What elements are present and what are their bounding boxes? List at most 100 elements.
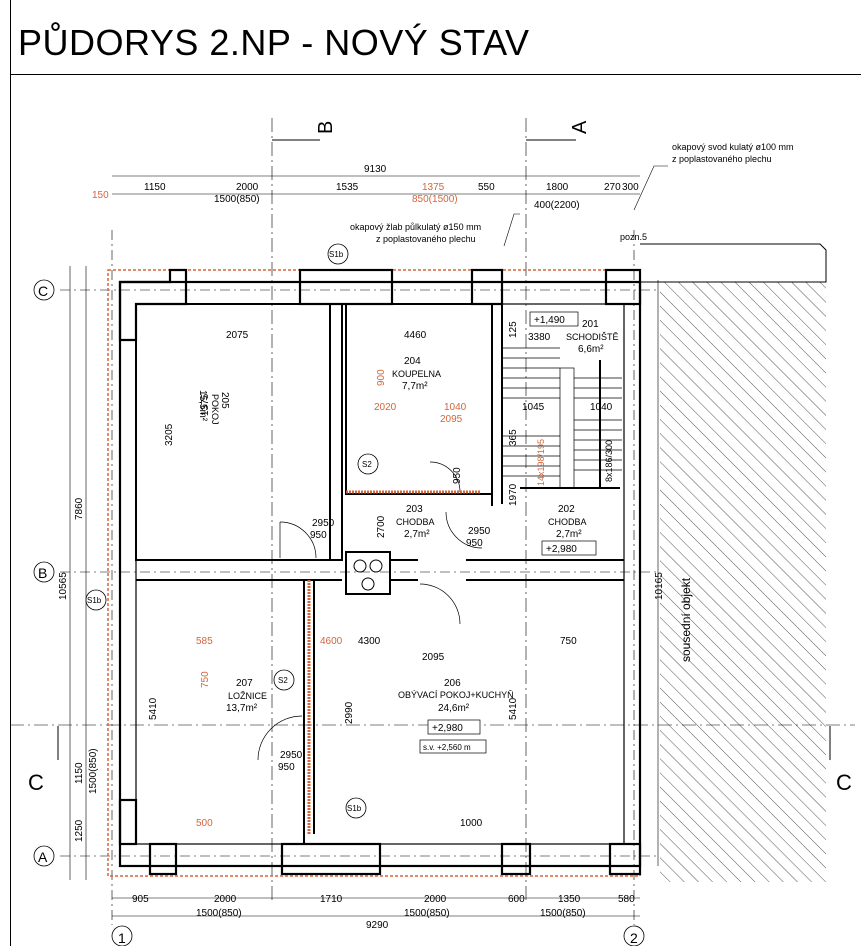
interior-walls (135, 303, 624, 844)
dim-1970-a: 950 (310, 530, 327, 541)
level-box-201 (529, 311, 579, 327)
axis-bubble-a (33, 845, 55, 867)
room-202-number: 202 (558, 504, 575, 515)
axis-label-2: 2 (630, 930, 638, 946)
tag-s2-koupelna: S2 (362, 460, 372, 469)
dimension-lines (69, 175, 659, 917)
tag-s2-loznice: S2 (278, 676, 288, 685)
note-zlab-2: z poplastovaného plechu (376, 234, 476, 244)
dim-bottom-sub-3: 1500(850) (540, 908, 586, 919)
dim-2020: 2095 (440, 414, 463, 425)
dim-900b: 1040 (590, 402, 613, 413)
dim-top-sub-3: 400(2200) (534, 200, 580, 211)
section-label-b: B (315, 121, 337, 134)
axis-bubble-2 (623, 925, 645, 946)
dim-2950: 585 (196, 636, 213, 647)
dim-bottom-sub-1: 1500(850) (196, 908, 242, 919)
room-206-number: 206 (444, 678, 461, 689)
chimney (353, 559, 383, 591)
note-svod-1: okapový svod kulatý ø100 mm (672, 142, 794, 152)
dim-1375: 2020 (374, 402, 397, 413)
dim-top-1: 1150 (144, 182, 166, 193)
note-pozn: pozn.5 (620, 232, 647, 242)
neighbour-building-hatch (660, 282, 826, 882)
room-203-area: 2,7m² (404, 529, 430, 540)
room-207-area: 13,7m² (226, 703, 258, 714)
section-label-c-right: C (836, 770, 852, 795)
dim-5410: 1000 (460, 818, 483, 829)
dim-top-3: 1535 (336, 182, 359, 193)
dim-2700: 750 (560, 636, 577, 647)
room-203-name: CHODBA (396, 517, 435, 527)
dim-total-top: 9130 (364, 164, 387, 175)
room-204-name: KOUPELNA (392, 369, 441, 379)
staircase (502, 347, 622, 489)
room-204-number: 204 (404, 356, 421, 367)
room-205-number: 205 (219, 392, 230, 409)
dim-left-1500: 1500(850) (88, 748, 99, 794)
room-206-name: OBÝVACÍ POKOJ+KUCHYŇ (398, 690, 514, 700)
dim-bottom-1: 905 (132, 894, 149, 905)
dim-left-total: 10565 (58, 572, 69, 600)
dim-585: 4600 (320, 636, 343, 647)
room-206-area: 24,6m² (438, 703, 470, 714)
page-title: PŮDORYS 2.NP - NOVÝ STAV (18, 22, 530, 63)
note-neighbour: sousední objekt (679, 577, 693, 662)
dim-3460: 2075 (226, 330, 249, 341)
tag-circles (85, 243, 379, 819)
dim-bottom-7: 580 (618, 894, 635, 905)
room-202-level: +2,980 (546, 544, 577, 555)
dim-top-sub-1: 1500(850) (214, 194, 260, 205)
dim-4600b: 5410 (508, 697, 519, 720)
dim-4460: 3205 (164, 423, 175, 446)
dim-top-4: 1375 (422, 182, 445, 193)
section-label-a: A (569, 120, 591, 134)
dim-bottom-5: 600 (508, 894, 525, 905)
dim-left-1250: 1250 (74, 819, 85, 842)
dim-top-8: 300 (622, 182, 639, 193)
dim-2990: 500 (196, 818, 213, 829)
room-205-area: 15,5m² (197, 390, 208, 422)
dim-right-total: 10165 (654, 572, 665, 600)
axis-bubble-b (33, 561, 55, 583)
section-label-c-left: C (28, 770, 44, 795)
dim-2095: 365 (508, 429, 519, 446)
room-201-name: SCHODIŠTĚ (566, 332, 619, 342)
dim-150-top: 150 (92, 190, 109, 201)
level-box-202 (541, 540, 597, 556)
demolished-partitions (307, 490, 480, 834)
frame-border (10, 0, 11, 946)
dim-bottom-3: 1710 (320, 894, 343, 905)
neighbour-roofline (640, 243, 827, 283)
dim-left-1150: 1150 (74, 762, 85, 784)
room-206-sv: s.v. +2,560 m (423, 743, 471, 752)
room-201-level: +1,490 (534, 315, 565, 326)
dim-bottom-2: 2000 (214, 894, 237, 905)
tag-s1b-bottom: S1b (347, 804, 362, 813)
room-205-name: POKOJ (210, 394, 220, 425)
dim-1970-d: 950 (278, 762, 295, 773)
dim-900: 1040 (444, 402, 467, 413)
section-lines (10, 118, 855, 900)
note-zlab-1: okapový žlab půlkulatý ø150 mm (350, 222, 481, 232)
dim-4300: 2990 (344, 701, 355, 724)
room-207-number: 207 (236, 678, 253, 689)
room-203-number: 203 (406, 504, 423, 515)
dim-stair: 8x186/300 (604, 440, 614, 482)
dim-2400: 4460 (404, 330, 427, 341)
leader-svod (633, 165, 668, 211)
dim-2020-b: 2095 (422, 652, 445, 663)
axis-label-a: A (38, 849, 48, 865)
tag-s1b-left: S1b (87, 596, 102, 605)
door-swings (257, 461, 483, 761)
room-201-area: 6,6m² (578, 344, 604, 355)
axis-label-1: 1 (118, 930, 126, 946)
dim-top-5: 550 (478, 182, 495, 193)
room-204-area: 7,7m² (402, 381, 428, 392)
dim-4600: 5410 (148, 697, 159, 720)
room-202-name: CHODBA (548, 517, 587, 527)
dim-1970-b: 950 (466, 538, 483, 549)
axis-label-b: B (38, 565, 47, 581)
dim-800-a: 2950 (312, 518, 335, 529)
